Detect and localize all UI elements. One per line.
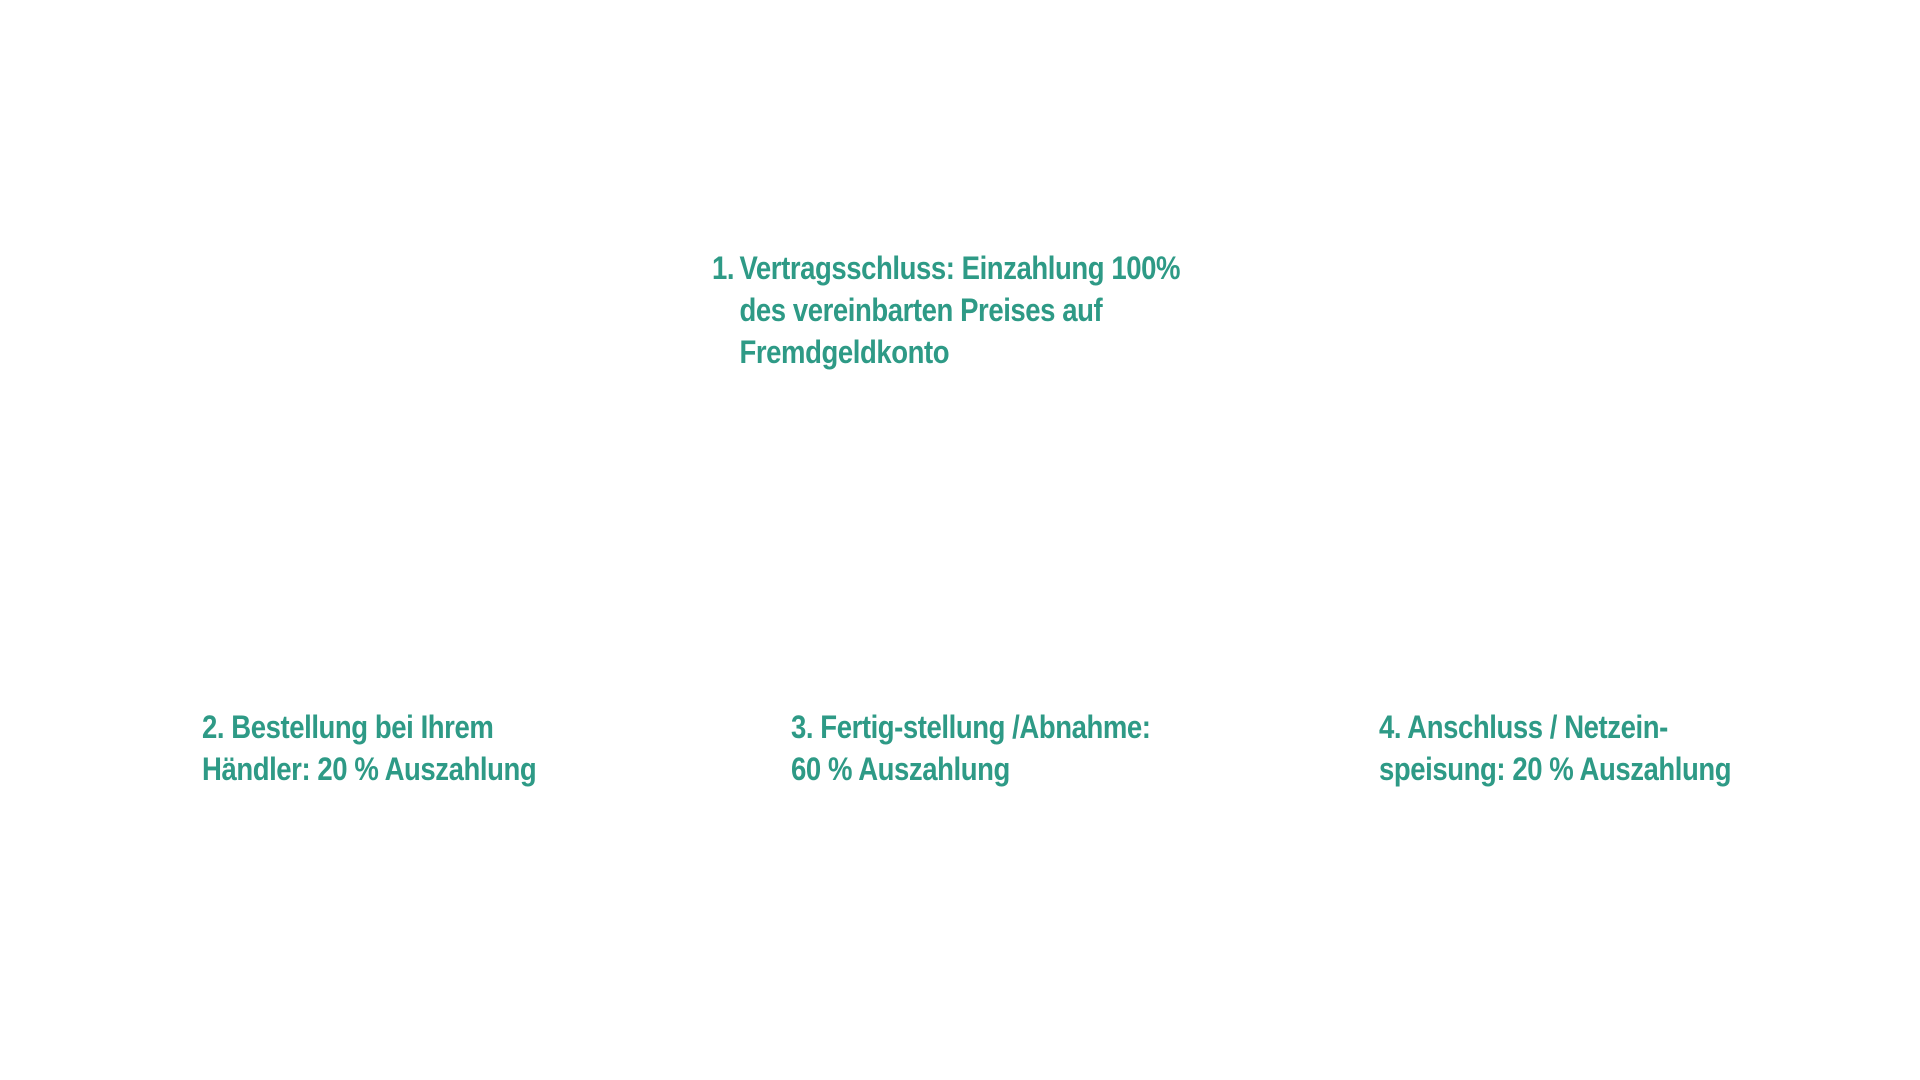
step-2-line-1: 2. Bestellung bei Ihrem (202, 709, 494, 745)
step-1-contract: 1.Vertragsschluss: Einzahlung 100% des v… (712, 247, 1180, 373)
step-4-line-1: 4. Anschluss / Netzein- (1379, 709, 1668, 745)
step-1-text-1: Vertragsschluss: Einzahlung 100% (739, 250, 1181, 286)
step-4-connection: 4. Anschluss / Netzein- speisung: 20 % A… (1379, 706, 1732, 790)
step-3-completion: 3. Fertig-stellung /Abnahme: 60 % Auszah… (791, 706, 1151, 790)
step-2-line-2: Händler: 20 % Auszahlung (202, 751, 537, 787)
step-3-line-2: 60 % Auszahlung (791, 751, 1010, 787)
step-1-line-2: des vereinbarten Preises auf (739, 292, 1103, 328)
step-4-line-2: speisung: 20 % Auszahlung (1379, 751, 1732, 787)
step-1-line-1: 1.Vertragsschluss: Einzahlung 100% (712, 247, 1180, 289)
step-1-number: 1. (712, 250, 735, 286)
step-2-order: 2. Bestellung bei Ihrem Händler: 20 % Au… (202, 706, 537, 790)
step-1-line-3: Fremdgeldkonto (739, 334, 950, 370)
step-3-line-1: 3. Fertig-stellung /Abnahme: (791, 709, 1151, 745)
